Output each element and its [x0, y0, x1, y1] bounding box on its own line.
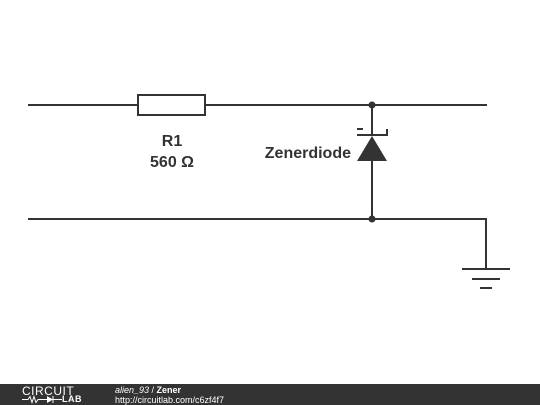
schematic-canvas: R1 560 Ω Zenerdiode [28, 94, 510, 289]
resistor-name-label: R1 [162, 133, 183, 150]
circuitlab-logo[interactable]: CIRCUIT LAB [22, 385, 92, 404]
logo-circuit-icon [22, 395, 62, 404]
circuit-meta: alien_93 / Zener http://circuitlab.com/c… [115, 385, 224, 405]
logo-sub: LAB [62, 394, 82, 404]
meta-line-1: alien_93 / Zener [115, 385, 224, 395]
author-name[interactable]: alien_93 [115, 385, 150, 395]
resistor-r1[interactable] [137, 94, 206, 116]
meta-line-2: http://circuitlab.com/c6zf4f7 [115, 395, 224, 405]
circuit-url-link[interactable]: http://circuitlab.com/c6zf4f7 [115, 395, 225, 405]
logo-word: CIRCUIT [22, 384, 75, 398]
circuit-title: Zener [156, 385, 182, 395]
zener-diode-symbol[interactable] [357, 136, 387, 161]
diode-label: Zenerdiode [265, 145, 351, 162]
zener-cathode-bar [357, 128, 388, 136]
footer-bar: CIRCUIT LAB alien_93 / Zener http://circ… [0, 384, 540, 405]
ground-icon [462, 268, 510, 289]
resistor-value-label: 560 Ω [150, 154, 194, 171]
meta-separator: / [149, 385, 157, 395]
